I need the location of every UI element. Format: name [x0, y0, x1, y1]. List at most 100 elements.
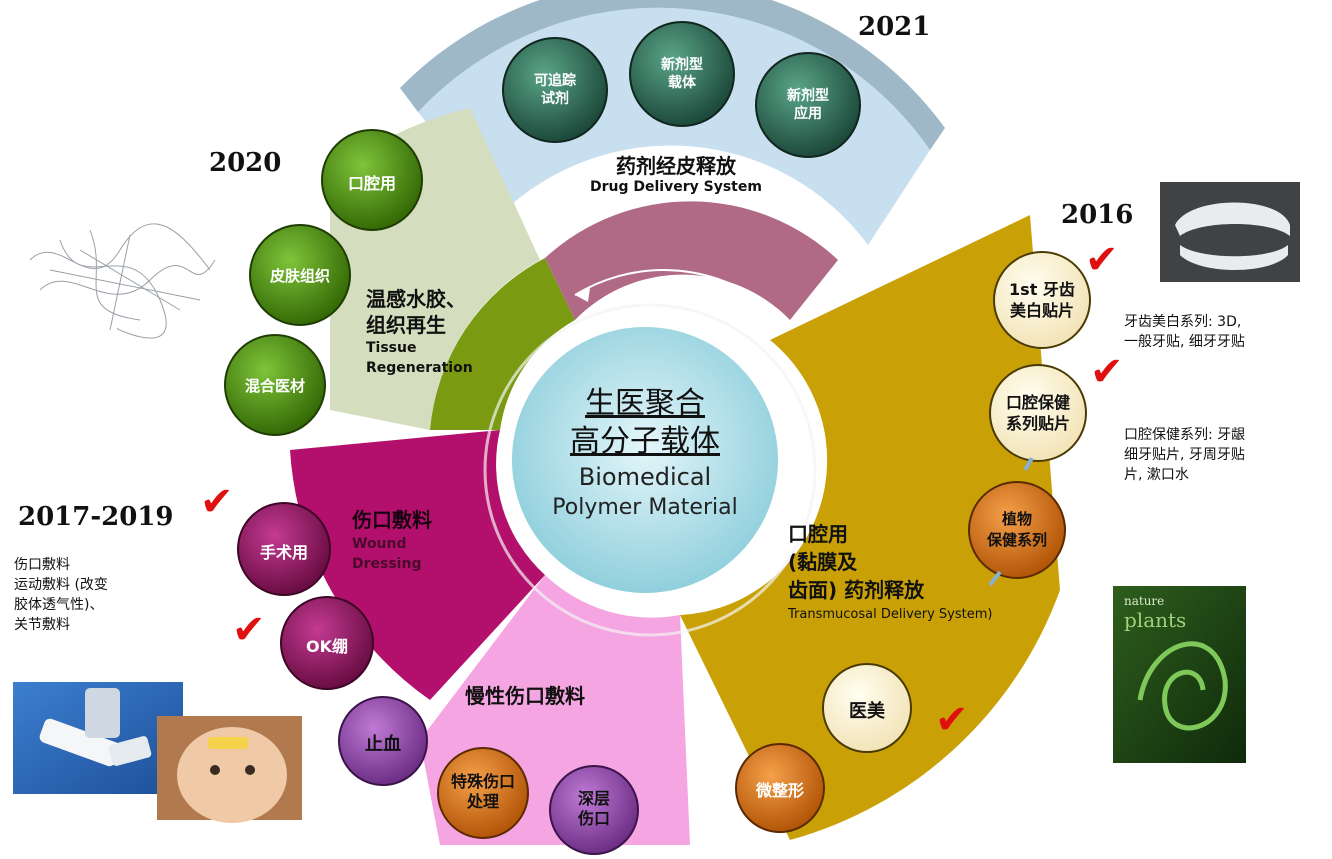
oral-cn-1: 口腔用 — [788, 522, 848, 546]
year-2016: 2016 — [1061, 200, 1134, 230]
deep-line-2: 伤口 — [577, 809, 610, 828]
connector-1 — [1023, 456, 1034, 472]
circle-new-application — [755, 52, 861, 158]
circle-oral-use-green — [321, 129, 423, 231]
circle-label-deep: 深层 伤口 — [556, 789, 632, 829]
teeth-line-1: 1st 牙齿 — [1009, 280, 1075, 299]
connector-2 — [988, 570, 1002, 587]
year-2021: 2021 — [858, 12, 931, 42]
circle-surgery — [237, 502, 331, 596]
center-title-cn-1: 生医聚合 — [585, 386, 705, 421]
nature-cover-masthead: nature — [1124, 594, 1165, 608]
note-oral-care-series: 口腔保健系列: 牙龈 细牙贴片, 牙周牙贴 片, 漱口水 — [1124, 427, 1246, 483]
wound-cn: 伤口敷料 — [352, 508, 432, 532]
circle-hybrid-device — [224, 334, 326, 436]
circle-label-skin: 皮肤组织 — [269, 267, 330, 285]
year-2017-2019: 2017-2019 — [18, 502, 174, 532]
circle-skin-tissue — [249, 224, 351, 326]
inner-ring — [483, 303, 817, 637]
center-title-en-1: Biomedical — [578, 463, 712, 491]
bandage-piece — [39, 718, 121, 767]
circle-label-oral-use: 口腔用 — [347, 174, 396, 193]
center-title-cn-2: 高分子载体 — [570, 424, 720, 459]
circle-teeth-whitening — [993, 251, 1091, 349]
tissue-cn-2: 组织再生 — [366, 313, 446, 337]
check-mark-icon: ✔ — [1090, 349, 1124, 395]
child-face — [177, 727, 287, 823]
new-carrier-line-1: 新剂型 — [661, 57, 703, 73]
check-mark-icon: ✔ — [232, 607, 266, 653]
tissue-en-1: Tissue — [366, 340, 417, 356]
circle-label-beauty: 医美 — [849, 701, 885, 722]
nature-spiral — [1137, 641, 1228, 731]
year-2020: 2020 — [209, 148, 282, 178]
circle-stop-bleeding — [338, 696, 428, 786]
nature-cover-title: plants — [1124, 608, 1187, 632]
deep-line-1: 深层 — [577, 789, 610, 808]
circle-ok-bandage — [280, 596, 374, 690]
bandage-piece-2 — [108, 736, 152, 766]
sector-wound — [290, 430, 545, 700]
traceable-line-1: 可追踪 — [534, 73, 576, 89]
circle-oral-care — [989, 364, 1087, 462]
circle-deep-wound — [549, 765, 639, 855]
tissue-en-2: Regeneration — [366, 360, 473, 376]
drug-delivery-en: Drug Delivery System — [590, 179, 762, 195]
circle-label-teeth: 1st 牙齿 美白贴片 — [996, 279, 1088, 321]
sector-drug-band — [400, 0, 945, 150]
circle-label-plant: 植物 保健系列 — [973, 509, 1061, 551]
traceable-line-2: 试剂 — [541, 91, 569, 107]
sector-label-wound: 伤口敷料 Wound Dressing — [352, 506, 432, 574]
tissue-cn-1: 温感水胶、 — [366, 287, 466, 311]
wound-en-2: Dressing — [352, 556, 422, 572]
sector-oral — [680, 215, 1060, 840]
oral-cn-2: (黏膜及 — [788, 550, 858, 574]
check-mark-icon: ✔ — [935, 697, 969, 743]
wound-en-1: Wound — [352, 536, 407, 552]
teeth-line-2: 美白贴片 — [1009, 301, 1074, 320]
circle-traceable — [502, 37, 608, 143]
sector-label-drug-delivery: 药剂经皮释放 Drug Delivery System — [590, 150, 762, 195]
oral-en: Transmucosal Delivery System) — [788, 607, 993, 622]
circle-label-micro: 微整形 — [755, 781, 804, 800]
arrow-head — [575, 288, 590, 302]
special-line-2: 处理 — [466, 792, 499, 811]
circle-label-surgery: 手术用 — [259, 543, 308, 562]
check-mark-icon: ✔ — [200, 479, 234, 525]
circle-label-new-carrier: 新剂型 载体 — [640, 56, 724, 92]
note-wound-series: 伤口敷料 运动敷料 (改变 胶体透气性)、 关节敷料 — [14, 557, 108, 633]
circle-label-stop-bleeding: 止血 — [365, 734, 401, 755]
special-line-1: 特殊伤口 — [450, 772, 515, 791]
strip-upper — [1175, 202, 1290, 236]
new-carrier-line-2: 载体 — [668, 75, 696, 91]
center-label: 生医聚合 高分子载体 Biomedical Polymer Material — [540, 385, 750, 523]
sector-tissue-inner — [430, 258, 575, 430]
bandage-applicator — [85, 688, 120, 738]
oral-cn-3: 齿面) 药剂释放 — [788, 578, 925, 602]
circle-micro-plastic — [735, 743, 825, 833]
new-application-line-2: 应用 — [794, 106, 822, 122]
circle-label-hybrid: 混合医材 — [244, 377, 305, 395]
circle-label-ok: OK绷 — [305, 637, 348, 656]
sector-label-chronic: 慢性伤口敷料 — [465, 680, 585, 709]
drug-delivery-cn: 药剂经皮释放 — [615, 154, 736, 178]
sector-label-tissue: 温感水胶、 组织再生 Tissue Regeneration — [366, 286, 473, 378]
child-bandage — [208, 737, 248, 749]
circle-special-wound — [437, 747, 529, 839]
oral-care-line-1: 口腔保健 — [1005, 393, 1070, 412]
note-teeth-series: 牙齿美白系列: 3D, 一般牙贴, 细牙牙贴 — [1124, 314, 1245, 350]
circle-label-traceable: 可追踪 试剂 — [513, 72, 597, 108]
check-mark-icon: ✔ — [1085, 237, 1119, 283]
circle-label-special: 特殊伤口 处理 — [441, 772, 525, 812]
circle-label-oral-care: 口腔保健 系列贴片 — [992, 392, 1084, 434]
circle-plant-health — [968, 481, 1066, 579]
polymer-network-image — [29, 223, 216, 339]
arrow-arc — [574, 269, 761, 301]
new-application-line-1: 新剂型 — [787, 88, 829, 104]
oral-care-line-2: 系列贴片 — [1005, 414, 1070, 433]
center-circle — [508, 323, 782, 597]
circle-label-new-application: 新剂型 应用 — [766, 87, 850, 123]
sector-mauve — [545, 201, 838, 320]
center-title-en-2: Polymer Material — [552, 495, 738, 520]
